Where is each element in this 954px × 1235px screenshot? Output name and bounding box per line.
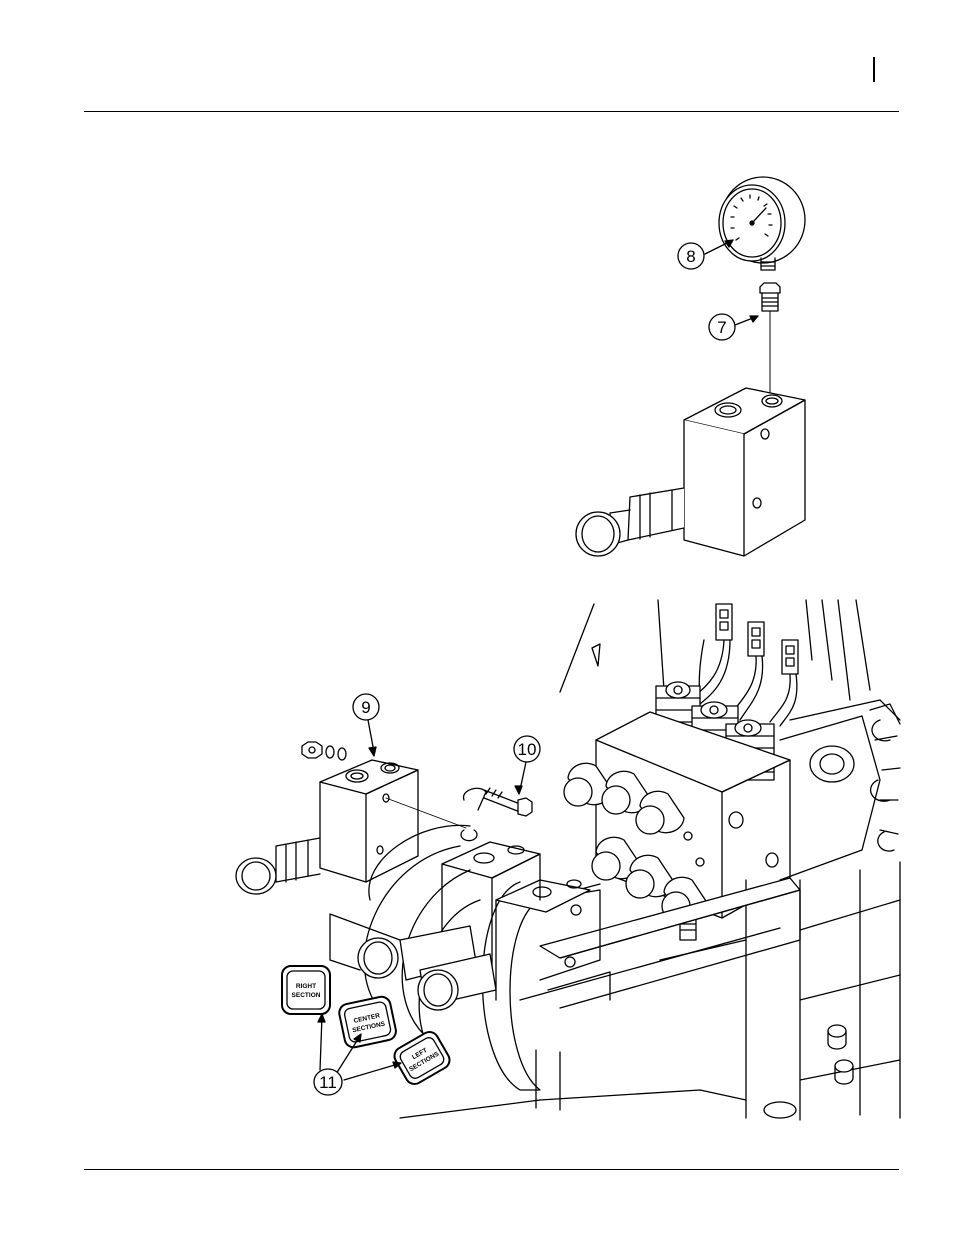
decal-right-line1: RIGHT	[296, 983, 316, 990]
callout-11-label: 11	[319, 1073, 337, 1092]
guard-bracket	[483, 882, 611, 1090]
valve-block-exploded	[236, 742, 466, 894]
decal-right-line2: SECTION	[292, 992, 321, 999]
callout-9-label: 9	[361, 698, 370, 717]
upper-detail: 8 7	[576, 177, 805, 556]
pressure-gauge	[719, 177, 805, 270]
adapter-fitting	[760, 283, 780, 398]
valve-block-upper	[576, 388, 805, 556]
callout-10-label: 10	[518, 740, 537, 759]
lower-assembly: RIGHT SECTION CENTER SECTIONS LEFT SECTI…	[236, 600, 900, 1120]
bolt	[463, 788, 532, 816]
callout-7-label: 7	[717, 318, 726, 337]
callout-8-label: 8	[686, 247, 695, 266]
